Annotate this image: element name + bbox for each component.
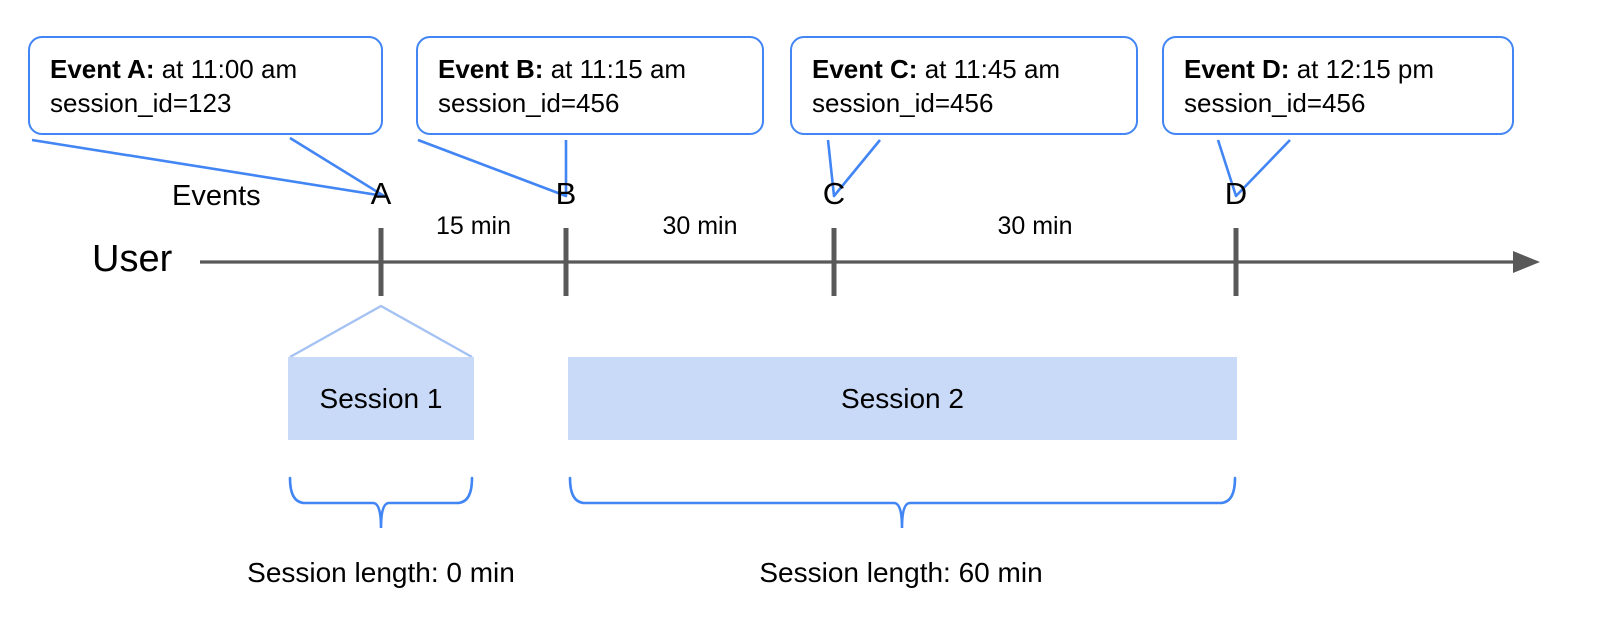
callout-a-time: at 11:00 am — [154, 54, 298, 84]
callout-tail-c — [826, 139, 882, 198]
callout-b-title: Event B: — [438, 54, 544, 84]
session-1-funnel — [289, 304, 473, 359]
callout-event-c[interactable]: Event C: at 11:45 am session_id=456 — [790, 36, 1138, 135]
callout-c-session-id: session_id=456 — [812, 88, 994, 119]
callout-event-d[interactable]: Event D: at 12:15 pm session_id=456 — [1162, 36, 1514, 135]
session-box-2[interactable]: Session 2 — [568, 357, 1237, 440]
session-1-brace — [288, 476, 474, 529]
event-label-c: C — [822, 176, 846, 211]
callout-a-session-id: session_id=123 — [50, 88, 232, 119]
callout-b-time: at 11:15 am — [543, 54, 687, 84]
callout-b-session-id: session_id=456 — [438, 88, 620, 119]
callout-event-a[interactable]: Event A: at 11:00 am session_id=123 — [28, 36, 383, 135]
callout-tail-a — [31, 136, 386, 198]
callout-event-b[interactable]: Event B: at 11:15 am session_id=456 — [416, 36, 764, 135]
session-1-length-caption: Session length: 0 min — [247, 557, 515, 588]
callout-tail-b — [417, 138, 568, 198]
event-label-b: B — [555, 176, 577, 211]
lane-label-user: User — [92, 238, 173, 280]
event-label-a: A — [370, 176, 392, 211]
gap-label-b-c: 30 min — [662, 212, 738, 240]
callout-c-title: Event C: — [812, 54, 918, 84]
session-box-1-label: Session 1 — [319, 382, 443, 414]
event-label-d: D — [1224, 176, 1248, 211]
callout-d-session-id: session_id=456 — [1184, 88, 1366, 119]
session-2-length-caption: Session length: 60 min — [759, 557, 1043, 588]
timeline-arrowhead — [1513, 251, 1540, 273]
callout-tail-d — [1216, 139, 1291, 198]
session-box-2-label: Session 2 — [841, 382, 964, 414]
callout-c-time: at 11:45 am — [917, 54, 1061, 84]
gap-label-c-d: 30 min — [997, 212, 1073, 240]
session-2-brace — [568, 476, 1237, 529]
lane-label-events: Events — [172, 180, 261, 212]
session-box-1[interactable]: Session 1 — [288, 357, 474, 440]
callout-d-title: Event D: — [1184, 54, 1290, 84]
callout-d-time: at 12:15 pm — [1289, 54, 1435, 84]
callout-a-title: Event A: — [50, 54, 155, 84]
gap-label-a-b: 15 min — [435, 212, 512, 240]
